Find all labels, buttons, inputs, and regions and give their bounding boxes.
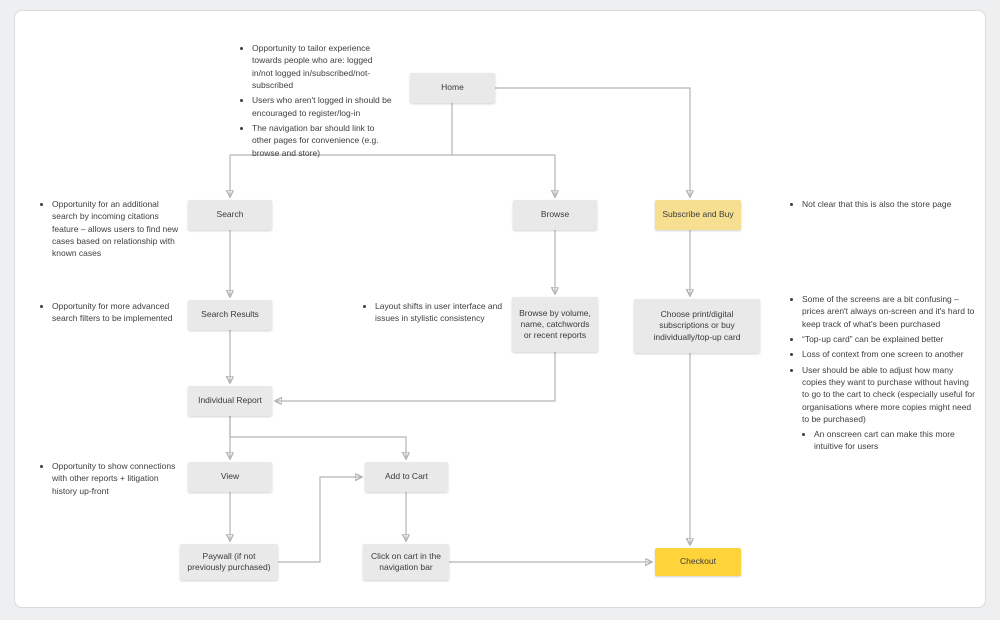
annotation-item: Layout shifts in user interface and issu… xyxy=(375,300,505,325)
annotation-item: “Top-up card” can be explained better xyxy=(802,333,976,345)
node-paywall[interactable]: Paywall (if not previously purchased) xyxy=(180,544,278,580)
annotation-item: Opportunity to show connections with oth… xyxy=(52,460,180,497)
annotation-purchase-notes: Some of the screens are a bit confusing … xyxy=(790,293,976,456)
annotation-store-page-note: Not clear that this is also the store pa… xyxy=(790,198,966,213)
node-browse[interactable]: Browse xyxy=(513,200,597,230)
annotation-view-notes: Opportunity to show connections with oth… xyxy=(40,460,180,500)
annotation-item: Users who aren't logged in should be enc… xyxy=(252,94,394,119)
annotation-item-text: User should be able to adjust how many c… xyxy=(802,364,975,424)
annotation-search-notes: Opportunity for an additional search by … xyxy=(40,198,180,263)
annotation-item: The navigation bar should link to other … xyxy=(252,122,394,159)
annotation-home-notes: Opportunity to tailor experience towards… xyxy=(240,42,394,162)
node-home[interactable]: Home xyxy=(410,73,495,103)
node-choose-subscriptions[interactable]: Choose print/digital subscriptions or bu… xyxy=(634,299,760,353)
node-click-cart[interactable]: Click on cart in the navigation bar xyxy=(363,544,449,580)
node-add-to-cart[interactable]: Add to Cart xyxy=(365,462,448,492)
node-search[interactable]: Search xyxy=(188,200,272,230)
node-browse-by[interactable]: Browse by volume, name, catchwords or re… xyxy=(512,297,598,352)
annotation-item: Not clear that this is also the store pa… xyxy=(802,198,966,210)
annotation-item: Opportunity for more advanced search fil… xyxy=(52,300,180,325)
annotation-sub-item: An onscreen cart can make this more intu… xyxy=(814,428,976,453)
annotation-item: Opportunity to tailor experience towards… xyxy=(252,42,394,91)
node-individual-report[interactable]: Individual Report xyxy=(188,386,272,416)
node-checkout[interactable]: Checkout xyxy=(655,548,741,576)
node-subscribe-and-buy[interactable]: Subscribe and Buy xyxy=(655,200,741,230)
annotation-search-results-notes: Opportunity for more advanced search fil… xyxy=(40,300,180,328)
annotation-item: Some of the screens are a bit confusing … xyxy=(802,293,976,330)
annotation-item: Opportunity for an additional search by … xyxy=(52,198,180,260)
annotation-layout-notes: Layout shifts in user interface and issu… xyxy=(363,300,505,328)
annotation-item: Loss of context from one screen to anoth… xyxy=(802,348,976,360)
node-view[interactable]: View xyxy=(188,462,272,492)
annotation-item: User should be able to adjust how many c… xyxy=(802,364,976,453)
node-search-results[interactable]: Search Results xyxy=(188,300,272,330)
